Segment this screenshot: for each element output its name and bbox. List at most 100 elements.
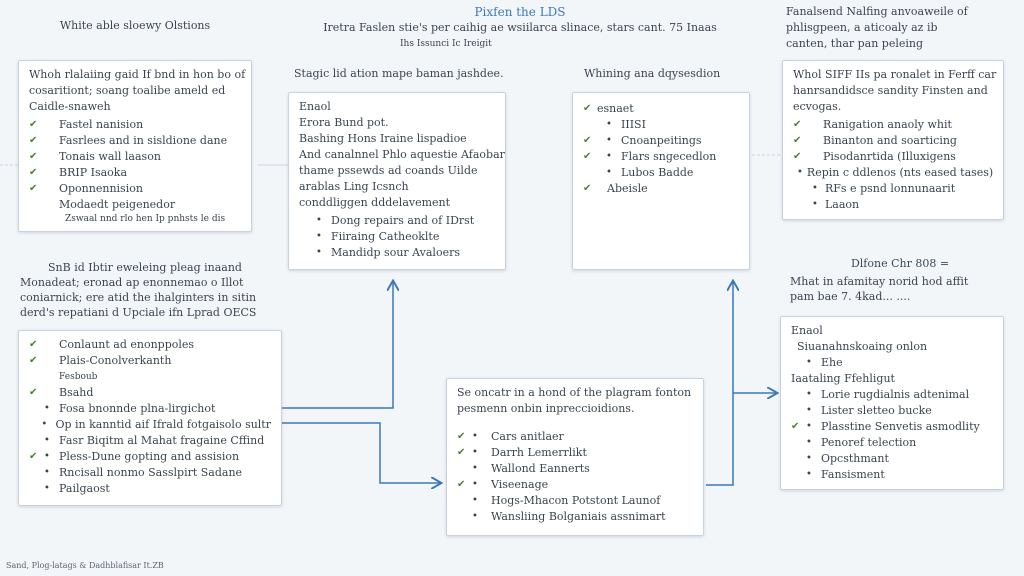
list-item: •Dong repairs and of IDrst [299,213,495,229]
list-item: •Pailgaost [29,481,271,497]
list-item: ✔Oponnennision [29,181,241,197]
check-icon: ✔ [29,355,38,366]
check-icon: ✔ [793,151,802,162]
list-item-label: Fasr Biqitm al Mahat fragaine Cffind [59,434,265,447]
connector-to-top-right-mid [706,282,733,486]
list-item: ✔ Ranigation anaoly whit [793,117,993,133]
check-icon: ✔ [583,103,592,114]
card-top-mid: Enaol Erora Bund pot. Bashing Hons Irain… [288,92,506,270]
check-icon: ✔ [791,421,800,432]
list-item: •Lorie rugdialnis adtenimal [791,387,993,403]
card-top-left: Whoh rlalaiing gaid If bnd in hon bo of … [18,60,252,232]
list-item: ✔•Cars anitlaer [457,429,693,445]
check-icon: ✔ [457,447,466,458]
card-intro-line: Bashing Hons Iraine lispadioe [299,132,467,145]
page-subtitle: Iretra Faslen stie's per caihig ae wsiil… [323,21,717,34]
left-heading: White able sloewy Olstions [59,19,211,32]
card-mid-right-heading-line: Mhat in afamitay norid hod affit [790,275,969,288]
card-intro-line: conddliggen dddelavement [299,196,451,209]
list-item-label: RFs e psnd lonnunaarit [825,182,956,195]
list-item-label: Wansliing Bolganiais assnimart [491,510,666,523]
bullet-icon: • [472,447,478,458]
check-icon: ✔ [583,151,592,162]
mid-left-heading: SnB id Ibtir eweleing pleag inaand Monad… [20,260,270,320]
bullet-icon: • [812,199,818,210]
check-icon: ✔ [793,135,802,146]
list-item-label: Hogs-Mhacon Potstont Launof [491,494,661,507]
list-item-label: Mandidp sour Avaloers [331,246,460,259]
list-item: ✔Plais-Conolverkanth [29,353,271,369]
list-item: ✔ Pisodanrtida (Illuxigens [793,149,993,165]
card-intro-line: Enaol [791,324,823,337]
card-top-right-mid: ✔esnaet •IIISI ✔•Cnoanpeitings ✔•Flars s… [572,92,750,270]
bullet-icon: • [472,495,478,506]
list-item: • Fiiraing Catheoklte [299,229,495,245]
card-tail-line: Modaedt peigenedor [59,198,176,211]
check-icon: ✔ [793,119,802,130]
card-intro-line: cosaritiont; soang toalibe ameld ed [29,84,226,97]
list-item-label: Cnoanpeitings [621,134,702,147]
card-mid-right-heading: Mhat in afamitay norid hod affit pam bae… [790,274,1010,304]
bullet-icon: • [812,183,818,194]
footer-credit: Sand, Plog-latags & Dadhblafisar It.ZB [6,561,164,570]
bullet-icon: • [806,357,812,368]
list-item: •Laaon [793,197,993,213]
card-intro-line: Enaol [299,100,331,113]
list-item-label: Abeisle [607,182,648,195]
check-icon: ✔ [457,479,466,490]
list-item: ✔Tonais wall laason [29,149,241,165]
bullet-icon: • [806,469,812,480]
bullet-icon: • [806,453,812,464]
card-intro-line: ecvogas. [793,100,842,113]
card-mid-right: Enaol Siuanahnskoaing onlon •Ehe Iaatali… [780,316,1004,490]
card-tail-line: Zswaal nnd rlo hen Ip pnhsts le dis [65,214,226,224]
card-top-right-mid-heading: Whining ana dqysesdion [584,67,721,80]
list-item: •Mandidp sour Avaloers [299,245,495,261]
list-item-label: Penoref telection [821,436,917,449]
list-item-label: Fosa bnonnde plna-lirgichot [59,402,216,415]
card-intro-line: thame pssewds ad coands Uilde [299,164,478,177]
check-icon: ✔ [29,167,38,178]
list-item: ✔•Viseenage [457,477,693,493]
check-icon: ✔ [29,339,38,350]
mid-left-heading-line: Monadeat; eronad ap enonnemao o Illot [20,276,244,289]
list-item-label: Wallond Eannerts [491,462,590,475]
list-item-label: Flars sngecedlon [621,150,717,163]
list-item: •Op in kanntid aif Ifrald fotgaisolo sul… [29,417,271,433]
mid-left-heading-line: coniarnick; ere atid the ihalginters in … [20,291,257,304]
bullet-icon: • [806,421,812,432]
list-item-label: Ranigation anaoly whit [823,118,952,131]
list-item-label: Ehe [821,356,843,369]
card-intro-line: Caidle-snaweh [29,100,111,113]
card-top-right: Whol SIFF IIs pa ronalet in Ferff car ha… [782,60,1004,220]
list-item-label: Lubos Badde [621,166,694,179]
bullet-icon: • [44,451,50,462]
list-item: •Opcsthmant [791,451,993,467]
card-intro-line: Whoh rlalaiing gaid If bnd in hon bo of [29,68,246,81]
list-item: •Lubos Badde [583,165,739,181]
mid-left-heading-line: derd's repatiani d Upciale ifn Lprad OEC… [20,306,257,319]
check-icon: ✔ [583,183,592,194]
list-item: ✔Bsahd [29,385,271,401]
list-item: ✔BRIP Isaoka [29,165,241,181]
list-item: •Fansisment [791,467,993,483]
bullet-icon: • [472,463,478,474]
list-item-label: Fasrlees and in sisldione dane [59,134,228,147]
list-item: Fesboub [29,369,271,385]
list-item-label: Fiiraing Catheoklte [331,230,440,243]
list-item: •Lister sletteo bucke [791,403,993,419]
mid-left-heading-line: SnB id Ibtir eweleing pleag inaand [48,261,242,274]
list-item: • RFs e psnd lonnunaarit [793,181,993,197]
check-icon: ✔ [29,387,38,398]
list-item-label: Fesboub [59,372,98,382]
list-item-label: Darrh Lemerrlikt [491,446,587,459]
list-item-label: Plasstine Senvetis asmodlity [821,420,980,433]
page-title: Pixfen the LDS [474,5,566,19]
list-item: •Wansliing Bolganiais assnimart [457,509,693,525]
list-item-label: Pisodanrtida (Illuxigens [823,150,956,163]
bullet-icon: • [316,215,322,226]
list-item: • Ehe [791,355,993,371]
bullet-icon: • [316,231,322,242]
card-bottom-mid: Se oncatr in a hond of the plagram fonto… [446,378,704,536]
mid-right-heading: Dlfone Chr 808 = [850,257,950,270]
